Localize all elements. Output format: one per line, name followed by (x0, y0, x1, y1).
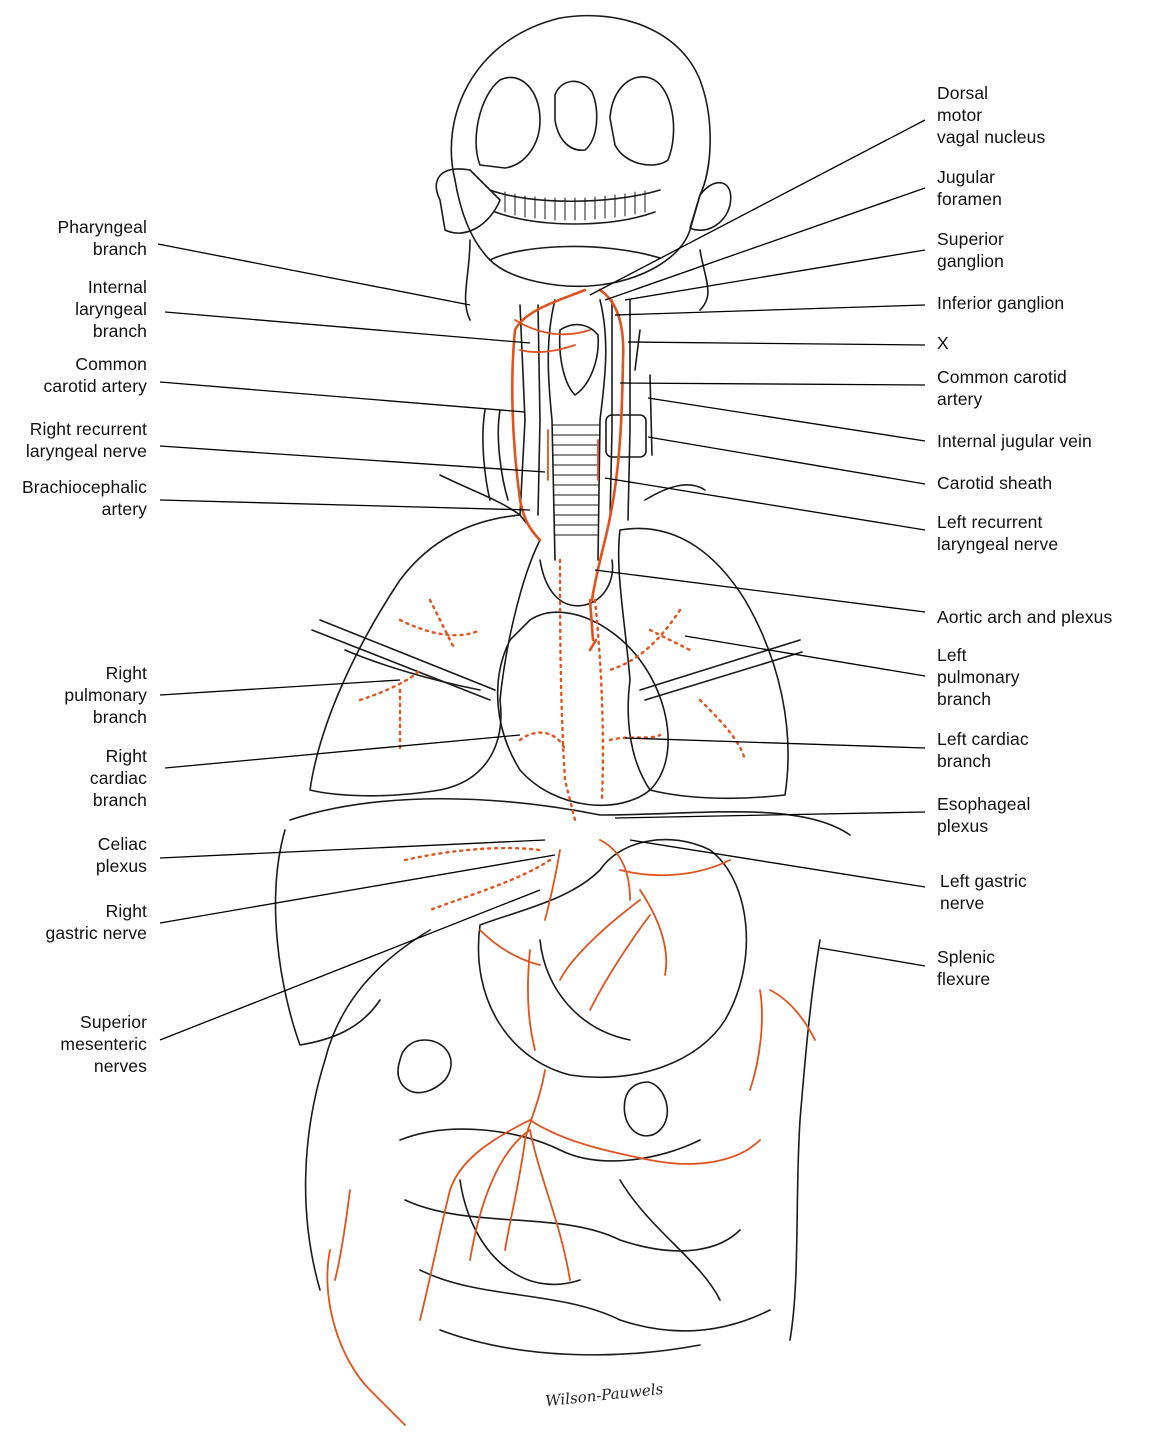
label-left-cardiac-branch: Left cardiac branch (937, 729, 1029, 771)
label-vagus-x: X (937, 333, 949, 353)
label-right-recurrent-laryngeal-nerve: Right recurrent laryngeal nerve (25, 419, 147, 461)
label-inferior-ganglion: Inferior ganglion (937, 293, 1065, 313)
label-common-carotid-artery-right: Common carotid artery (43, 354, 147, 396)
label-right-cardiac-branch: Right cardiac branch (89, 746, 147, 810)
lungs-drawing (309, 514, 803, 800)
label-left-pulmonary-branch: Left pulmonary branch (937, 645, 1020, 709)
label-right-pulmonary-branch: Right pulmonary branch (64, 663, 147, 727)
heart-drawing (496, 559, 669, 807)
abdominal-organs-drawing (274, 797, 851, 1356)
label-carotid-sheath: Carotid sheath (937, 473, 1053, 493)
label-internal-laryngeal-branch: Internal laryngeal branch (75, 277, 147, 341)
label-esophageal-plexus: Esophageal plexus (937, 794, 1031, 836)
label-superior-mesenteric-nerves: Superior mesenteric nerves (60, 1012, 147, 1076)
label-internal-jugular-vein: Internal jugular vein (937, 431, 1092, 451)
label-right-gastric-nerve: Right gastric nerve (45, 901, 147, 943)
label-common-carotid-artery-left: Common carotid artery (937, 367, 1067, 409)
label-aortic-arch-and-plexus: Aortic arch and plexus (937, 607, 1113, 627)
label-left-gastric-nerve: Left gastric nerve (940, 871, 1027, 913)
label-splenic-flexure: Splenic flexure (937, 947, 996, 989)
label-brachiocephalic-artery: Brachiocephalic artery (21, 477, 147, 519)
neck-structures (439, 299, 706, 561)
vagus-nerve-paths (326, 288, 816, 1426)
label-jugular-foramen: Jugular foramen (937, 167, 1002, 209)
label-pharyngeal-branch: Pharyngeal branch (57, 217, 147, 259)
label-left-recurrent-laryngeal-nerve: Left recurrent laryngeal nerve (937, 512, 1059, 554)
leader-lines (157, 119, 926, 1041)
label-celiac-plexus: Celiac plexus (95, 834, 147, 876)
label-superior-ganglion: Superior ganglion (937, 229, 1004, 271)
skull-drawing (435, 14, 732, 321)
label-dorsal-motor-vagal-nucleus: Dorsal motor vagal nucleus (937, 83, 1046, 147)
